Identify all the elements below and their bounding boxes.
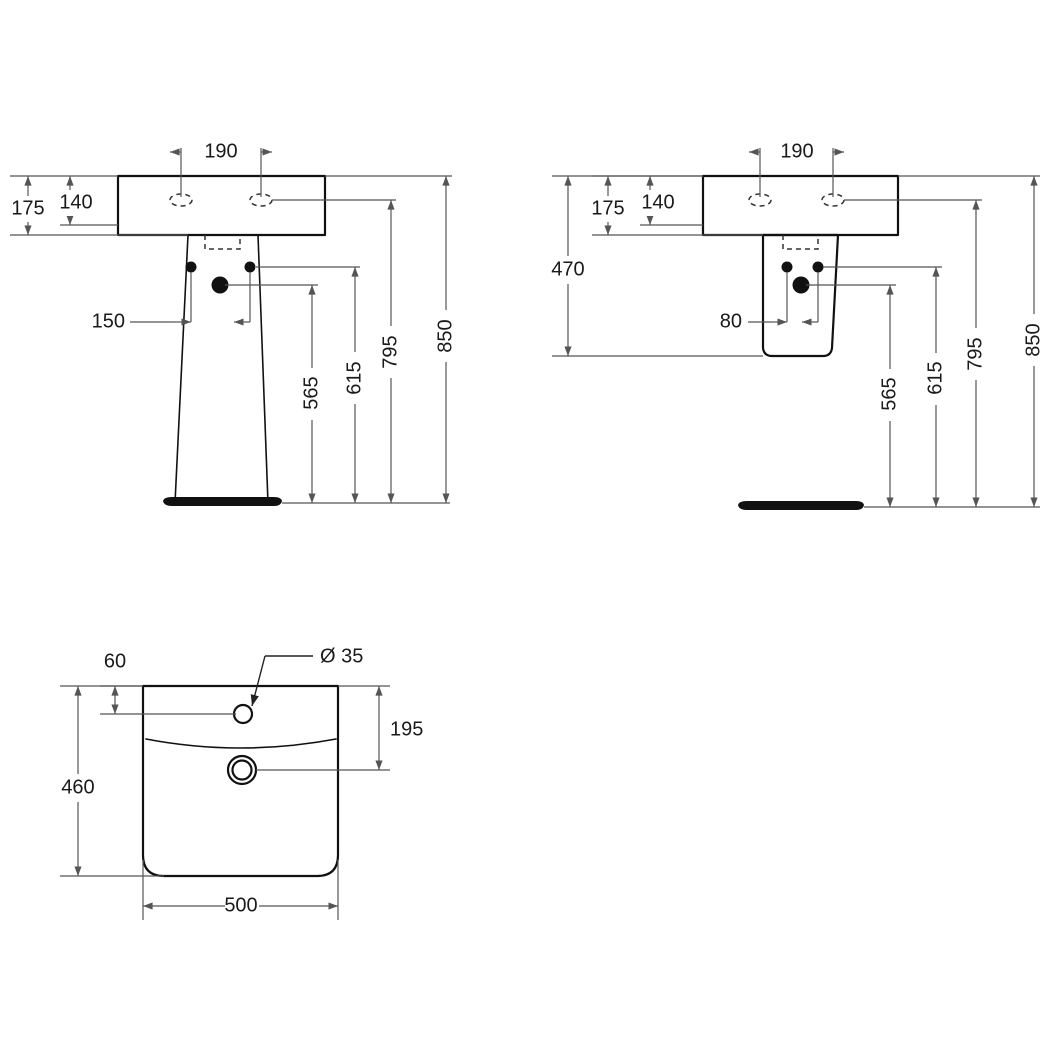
dim-190-side: 190 <box>749 140 844 197</box>
plan-waste-hole <box>226 754 258 786</box>
dim-label-60-plan: 60 <box>104 650 126 672</box>
dim-label-195-plan: 195 <box>390 718 423 740</box>
front-basin-body <box>116 174 327 504</box>
dim-text-795-front: 795 <box>379 335 401 368</box>
dim-text-500-plan: 500 <box>224 894 257 916</box>
side-supply-point-right <box>812 261 824 273</box>
dim-text-175-side: 175 <box>591 197 624 219</box>
front-service-points <box>185 261 256 294</box>
dim-text-795-side: 795 <box>964 337 986 370</box>
side-waste-point <box>792 276 810 294</box>
supply-point-left <box>185 261 197 273</box>
tap-hole-circle <box>232 703 254 725</box>
front-tap-holes <box>169 193 273 207</box>
dim-text-470-side: 470 <box>551 258 584 280</box>
dim-label-150-front: 150 <box>92 310 125 332</box>
dim-text-615-side: 615 <box>924 361 946 394</box>
dim-text-140-front: 140 <box>59 191 92 213</box>
front-floor-base <box>163 497 450 506</box>
dim-60-plan: 60 <box>100 650 236 715</box>
dim-text-140-side: 140 <box>641 191 674 213</box>
dim-text-565-side: 565 <box>878 377 900 410</box>
dim-text-615-front: 615 <box>343 361 365 394</box>
dim-text-850-front: 850 <box>434 319 456 352</box>
plan-labels-top: 460 500 <box>61 776 257 916</box>
side-basin-body <box>701 174 900 358</box>
side-service-points <box>781 261 824 294</box>
supply-point-right <box>244 261 256 273</box>
label-masks <box>14 190 1048 920</box>
waste-inner-ring <box>231 759 253 781</box>
dim-label-80-side: 80 <box>720 310 742 332</box>
plan-tap-hole <box>232 703 254 725</box>
dim-label-190-front: 190 <box>204 140 237 162</box>
side-labels-top: 175 140 470 565 615 795 850 <box>551 191 1044 410</box>
side-floor-base <box>738 501 1040 510</box>
front-labels-top: 175 140 565 615 795 850 <box>11 191 456 409</box>
dim-80-side: 80 <box>720 272 819 332</box>
dim-text-460-plan: 460 <box>61 776 94 798</box>
side-supply-point-left <box>781 261 793 273</box>
dim-195-plan: 195 <box>256 685 423 771</box>
dim-label-diameter-35: Ø 35 <box>320 645 363 667</box>
dim-text-175-front: 175 <box>11 197 44 219</box>
waste-point <box>211 276 229 294</box>
dim-text-565-front: 565 <box>300 376 322 409</box>
side-tap-holes <box>748 193 845 207</box>
plan-basin-body <box>141 684 340 878</box>
dim-label-190-side: 190 <box>780 140 813 162</box>
dim-text-850-side: 850 <box>1022 323 1044 356</box>
dim-190-front: 190 <box>170 140 272 197</box>
dim-150-front: 150 <box>92 272 251 332</box>
dim-diameter-35: Ø 35 <box>250 645 363 707</box>
